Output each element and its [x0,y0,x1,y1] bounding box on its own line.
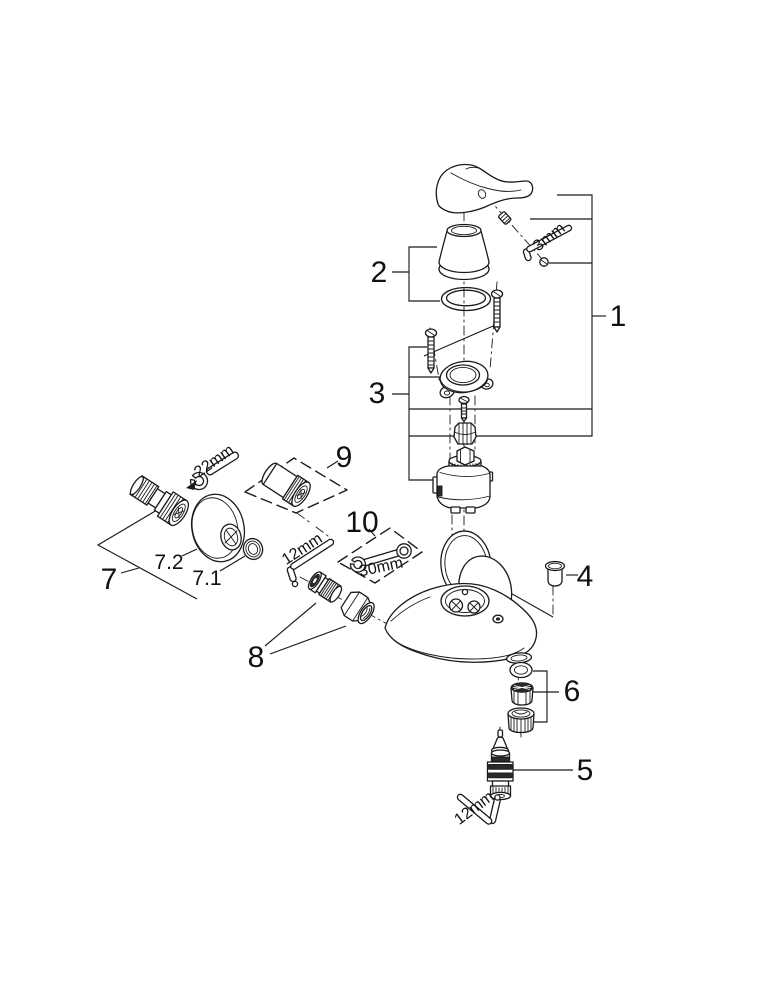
allen-key-12mm-upper [286,538,335,588]
arrow-icon [186,480,197,490]
callout-2: 2 [371,256,388,289]
screw-alignment-line [423,322,501,357]
callout-2-bracket [392,246,440,302]
aerator-shell [507,707,535,734]
callout-5: 5 [577,754,594,787]
label-30mm: 30mm [358,555,405,581]
callout-9: 9 [336,441,353,474]
label-3mm: 3mm [530,220,568,255]
cap-nut [340,591,375,625]
escutcheon-rosette [190,493,246,563]
s-union-fitting [129,475,190,527]
callout-7-2: 7.2 [154,551,183,574]
o-ring [440,286,492,312]
tool-box-10 [337,527,423,584]
allen-key-12mm-lower [456,793,501,825]
callout-10: 10 [345,506,378,539]
callout-4: 4 [577,560,594,593]
diverter-cartridge [486,729,514,801]
handle-set-screw [498,211,512,225]
callout-8: 8 [248,641,265,674]
cartridge-screw [458,395,470,423]
faucet-body [384,582,538,664]
aerator-insert [510,682,534,706]
callout-9-leader [326,460,339,469]
handle-screw-plug [539,257,549,267]
handle-cap [438,223,490,281]
union-washer [242,537,264,561]
callout-1-bracket [409,194,606,437]
flange-screw-left [424,328,438,374]
thread-adapter [261,462,311,507]
allen-key-3mm [522,224,573,262]
open-end-wrench-22mm [186,451,240,491]
cartridge [432,446,494,514]
callout-8-leaders [264,602,347,655]
callout-10-leader [368,528,376,537]
threaded-plug [307,571,343,603]
callout-6: 6 [564,675,581,708]
combination-wrench-30mm [349,543,412,573]
cartridge-adjustment-nut [453,422,477,445]
callout-6-bracket [533,670,559,723]
cartridge-seat-boss [440,585,490,617]
lever-handle [435,163,534,214]
callout-7: 7 [101,563,118,596]
tool-size-labels: 3mm 22mm 12mm 30mm 12mm [191,220,568,829]
callout-1: 1 [610,300,627,333]
callout-7-leaders [96,509,246,600]
callout-labels: 1 2 3 4 5 6 7 7.2 7.1 8 9 10 [101,256,627,787]
mounting-flange [439,360,494,399]
callout-7-1: 7.1 [192,567,221,590]
callout-3-bracket [392,346,441,481]
plug-cap [544,560,566,587]
body-side-hole [492,614,504,624]
callout-3: 3 [369,377,386,410]
flange-screw-right [490,289,504,333]
aerator-washer [509,661,533,679]
